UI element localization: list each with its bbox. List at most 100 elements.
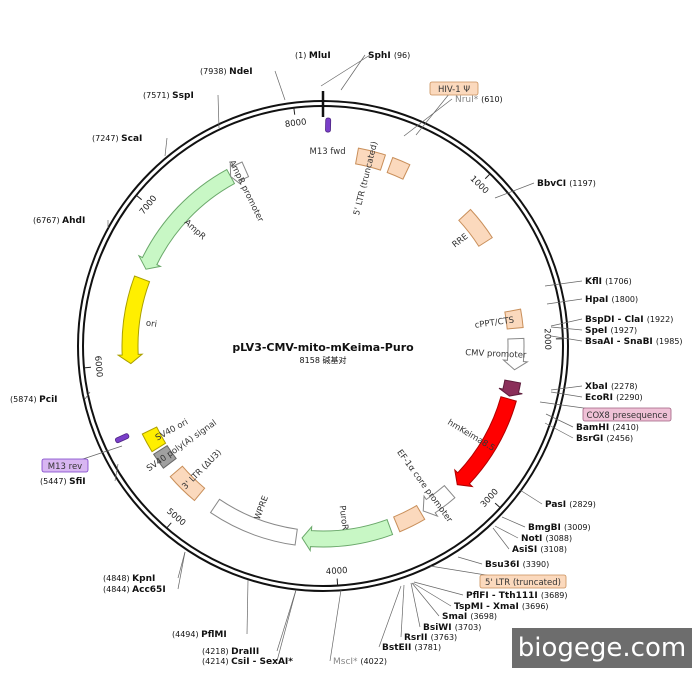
callout-label: HIV-1 Ψ: [438, 85, 470, 95]
restriction-site: (4218) DraIII: [202, 589, 297, 657]
restriction-site: SpeI (1927): [550, 326, 637, 336]
site-position: (3698): [470, 612, 497, 621]
restriction-site: KflI (1706): [544, 277, 632, 287]
site-text: BsrGI (2456): [576, 434, 633, 444]
site-position: (1922): [647, 315, 674, 324]
site-position: (4844): [103, 585, 132, 594]
site-name: DraIII: [231, 647, 259, 657]
watermark-logo: biogege.com: [512, 628, 692, 668]
site-leader: [412, 582, 452, 607]
tick-mark: [494, 502, 501, 509]
tick-label: 5000: [164, 507, 187, 529]
site-leader: [164, 137, 168, 157]
site-name: CsiI - SexAI*: [231, 657, 293, 667]
site-position: (1927): [611, 326, 638, 335]
site-position: (4218): [202, 647, 231, 656]
tick-mark: [484, 173, 491, 180]
site-name: NdeI: [229, 67, 252, 77]
site-position: (1985): [656, 337, 683, 346]
restriction-site: NruI* (610): [403, 95, 503, 137]
site-name: SpeI: [585, 326, 611, 336]
site-position: (3689): [541, 591, 568, 600]
site-name: PflFI - Tth111I: [466, 591, 541, 601]
feature-label: AmpR promoter: [226, 159, 265, 224]
site-name: NotI: [521, 534, 546, 544]
restriction-site: SmaI (3698): [411, 582, 497, 622]
feature-callout: COX8 presequence: [539, 401, 672, 422]
restriction-site: BsiWI (3703): [410, 582, 481, 633]
site-text: RsrII (3763): [404, 633, 457, 643]
restriction-site: (5447) SfiI: [40, 463, 119, 487]
site-leader: [378, 585, 402, 648]
feature-shape: [229, 161, 250, 185]
site-name: EcoRI: [585, 393, 616, 403]
site-name: XbaI: [585, 382, 611, 392]
site-leader: [84, 391, 91, 400]
site-text: BsiWI (3703): [423, 623, 481, 633]
site-text: BstEII (3781): [382, 643, 441, 653]
site-name: KflI: [585, 277, 605, 287]
site-text: XbaI (2278): [585, 382, 638, 392]
site-text: (5447) SfiI: [40, 477, 86, 487]
feature-callouts: HIV-1 Ψ COX8 presequence 5' LTR (truncated…: [41, 81, 672, 589]
site-leader: [501, 516, 526, 528]
site-name: HpaI: [585, 295, 612, 305]
feature-shape: [386, 156, 411, 180]
site-leader: [457, 556, 483, 565]
site-text: (4844) Acc65I: [103, 585, 166, 595]
site-name: SphI: [368, 51, 394, 61]
site-position: (7247): [92, 134, 121, 143]
site-text: SphI (96): [368, 51, 410, 61]
feature-shape: [141, 426, 167, 453]
site-text: SpeI (1927): [585, 326, 637, 336]
primer-site: [325, 117, 332, 133]
site-text: AsiSI (3108): [512, 545, 567, 555]
site-position: (3088): [546, 534, 573, 543]
tick-label: 8000: [284, 117, 307, 130]
tick-mark: [293, 107, 296, 115]
restriction-site: (1) MluI: [295, 51, 371, 87]
site-name: BsrGI: [576, 434, 607, 444]
feature-shape: [422, 484, 456, 518]
restriction-site: (7938) NdeI: [200, 67, 286, 101]
site-name: TspMI - XmaI: [454, 602, 522, 612]
site-text: (5874) PciI: [10, 395, 58, 405]
site-position: (2456): [607, 434, 634, 443]
site-leader: [340, 54, 366, 91]
feature-shape: [458, 208, 493, 247]
restriction-site: XbaI (2278): [550, 382, 638, 392]
feature-label: AmpR: [182, 218, 208, 243]
callout-box: [429, 81, 479, 96]
site-text: (7247) ScaI: [92, 134, 142, 144]
site-position: (3009): [564, 523, 591, 532]
restriction-site: BmgBI (3009): [501, 516, 591, 533]
site-text: BamHI (2410): [576, 423, 639, 433]
site-leader: [550, 385, 583, 391]
feature-label: PuroR: [337, 505, 350, 531]
site-name: BbvCI: [537, 179, 569, 189]
feature-shape: [454, 396, 517, 488]
site-name: SfiI: [69, 477, 86, 487]
primer-site: [114, 433, 130, 444]
site-text: BmgBI (3009): [528, 523, 591, 533]
feature-callout: M13 rev: [41, 445, 123, 473]
site-leader: [550, 335, 583, 342]
site-leader: [274, 70, 286, 101]
feature-callout: 5' LTR (truncated): [429, 565, 567, 589]
site-leader: [550, 391, 583, 398]
restriction-site: (4494) PflMI: [172, 579, 249, 640]
site-text: BspDI - ClaI (1922): [585, 315, 673, 325]
restriction-site: RsrII (3763): [400, 584, 457, 643]
feature-callout: HIV-1 Ψ: [415, 81, 479, 136]
site-leader: [276, 589, 297, 662]
restriction-site: BspDI - ClaI (1922): [550, 315, 673, 327]
site-text: BbvCI (1197): [537, 179, 596, 189]
site-text: (4494) PflMI: [172, 630, 227, 640]
site-text: PasI (2829): [545, 500, 596, 510]
site-name: BmgBI: [528, 523, 564, 533]
site-leader: [550, 326, 583, 331]
site-position: (1): [295, 51, 309, 60]
site-text: HpaI (1800): [585, 295, 638, 305]
restriction-site: (7247) ScaI: [92, 134, 168, 157]
